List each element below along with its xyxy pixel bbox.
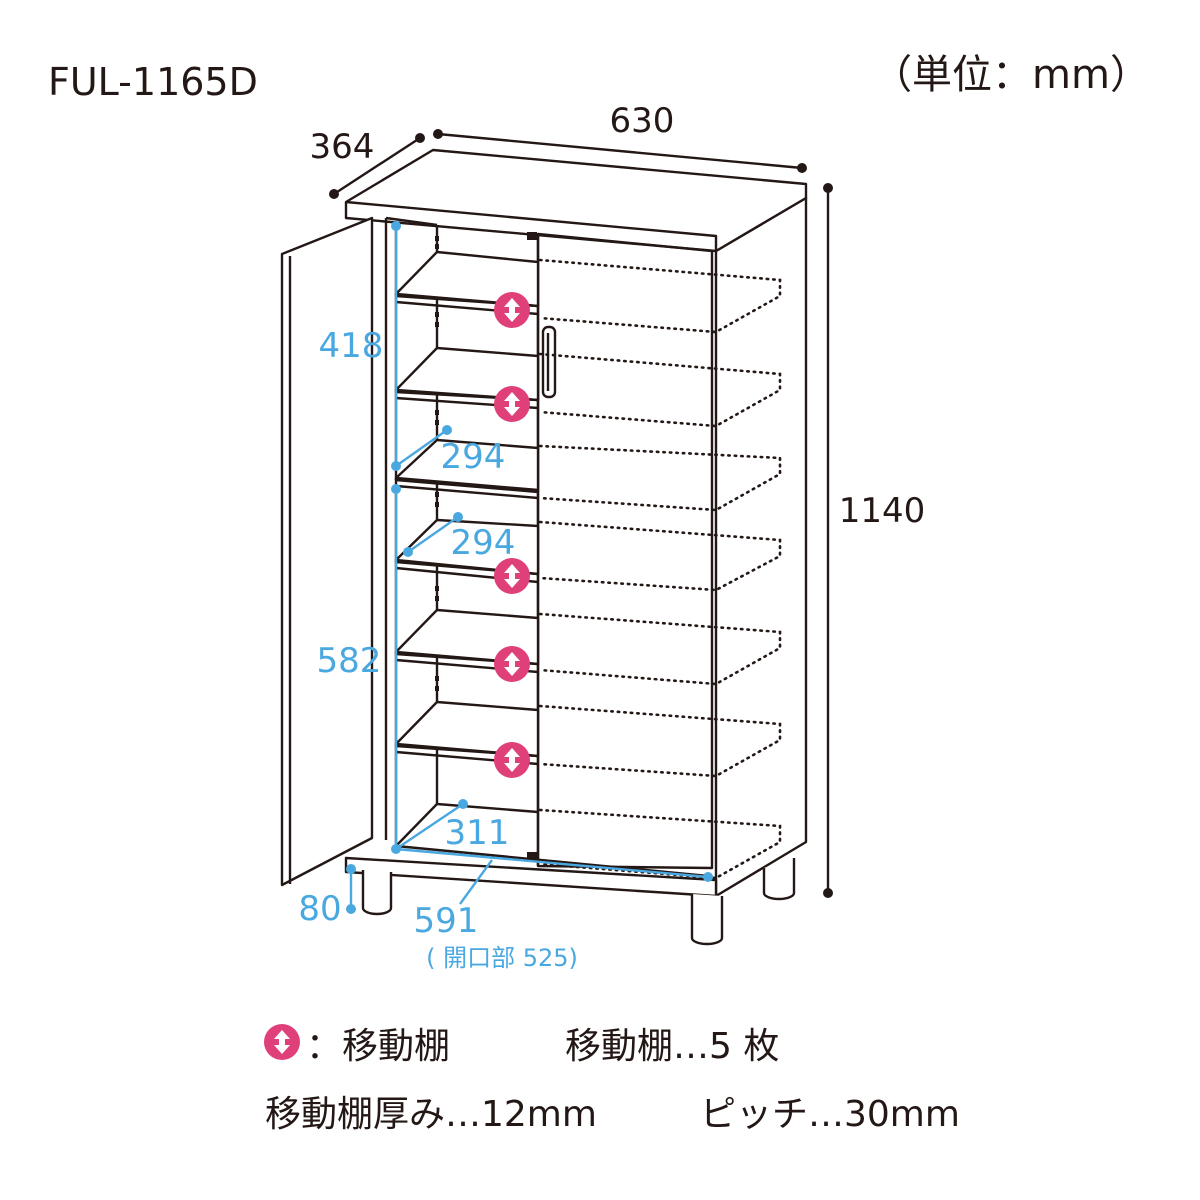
up-down-arrow-icon bbox=[264, 1024, 300, 1060]
up-down-arrow-icon bbox=[494, 558, 530, 594]
depth-label: 364 bbox=[310, 127, 375, 167]
width-label: 630 bbox=[610, 101, 675, 141]
legend: ：移動棚 移動棚…5 枚 移動棚厚み…12mm ピッチ…30mm bbox=[264, 1024, 960, 1135]
up-down-arrow-icon bbox=[494, 386, 530, 422]
cabinet-legs bbox=[361, 858, 796, 946]
spec-pitch: ピッチ…30mm bbox=[700, 1094, 960, 1135]
upper-height-label: 418 bbox=[319, 326, 384, 366]
bottom-depth-label: 311 bbox=[445, 813, 510, 853]
left-door bbox=[280, 216, 374, 887]
leg-height-label: 80 bbox=[298, 889, 341, 929]
up-down-arrow-icon bbox=[494, 646, 530, 682]
cabinet-body bbox=[344, 148, 808, 898]
spec-shelf-thickness: 移動棚厚み…12mm bbox=[265, 1094, 597, 1135]
model-number: FUL-1165D bbox=[48, 60, 258, 104]
width-dimension: 630 bbox=[433, 101, 807, 173]
legend-movable-shelf: ：移動棚 bbox=[306, 1026, 450, 1067]
shelves bbox=[394, 236, 540, 766]
up-down-arrow-icon bbox=[494, 292, 530, 328]
depth-dimension: 364 bbox=[310, 127, 425, 199]
height-dimension: 1140 bbox=[823, 183, 925, 898]
inner-dimensions: 418 294 582 294 311 591 ( 開口部 525) 80 bbox=[298, 221, 713, 972]
height-label: 1140 bbox=[839, 491, 926, 531]
up-down-arrow-icon bbox=[494, 742, 530, 778]
shelf-depth-2-label: 294 bbox=[451, 523, 516, 563]
spec-shelf-count: 移動棚…5 枚 bbox=[565, 1026, 779, 1067]
opening-width-label: ( 開口部 525) bbox=[426, 944, 578, 972]
shelf-depth-1-label: 294 bbox=[441, 437, 506, 477]
right-door bbox=[527, 232, 714, 870]
inner-width-label: 591 bbox=[414, 901, 479, 941]
lower-height-label: 582 bbox=[317, 641, 382, 681]
unit-note: （単位：mm） bbox=[872, 52, 1150, 98]
